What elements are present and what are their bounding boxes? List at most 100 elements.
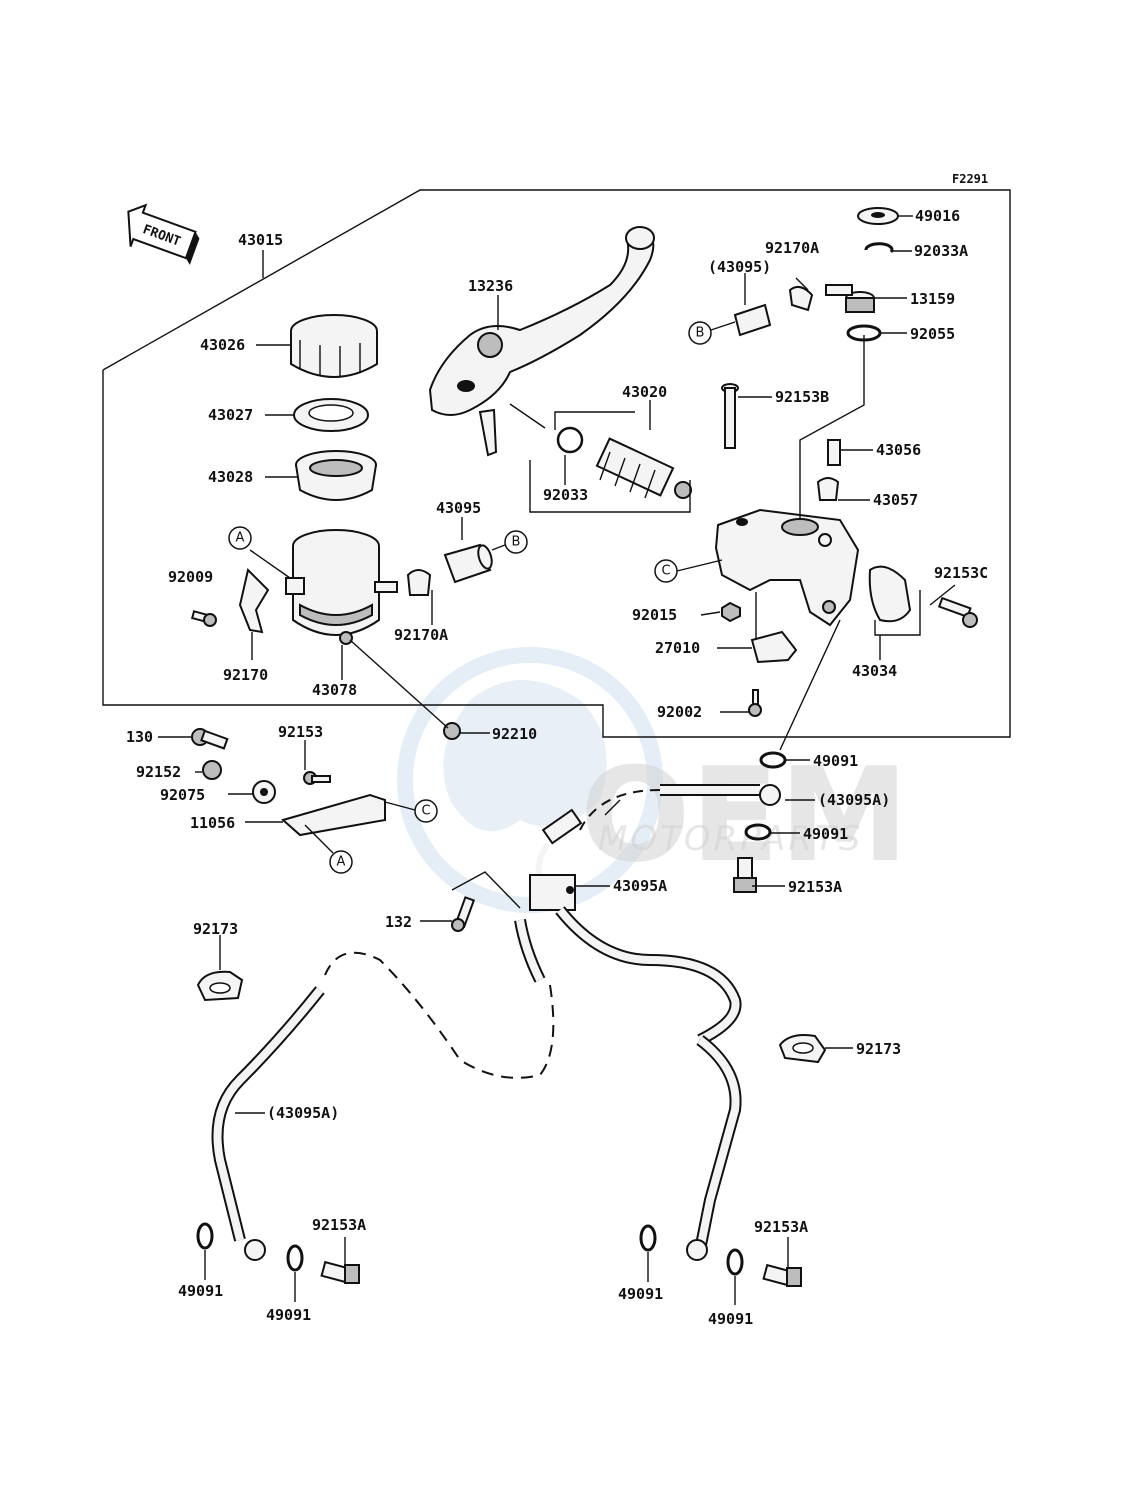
svg-text:C: C [661,564,670,579]
collar-92152 [202,760,222,780]
washer-49091-b [744,823,772,841]
label-92055: 92055 [910,325,955,343]
label-92033: 92033 [543,486,588,504]
label-49091-e: 49091 [618,1285,663,1303]
leader-lines [158,215,956,1305]
label-43095-paren: (43095) [708,258,771,276]
brake-lever [428,226,655,457]
diaphragm-plate [293,398,369,432]
washer-49091-f [726,1248,744,1276]
nut-92015 [721,601,741,623]
label-92009: 92009 [168,568,213,586]
label-43020: 43020 [622,383,667,401]
part-labels: 43015 13236 43026 43027 43028 43020 9203… [126,207,988,1328]
callout-b-left: B [491,530,528,554]
label-43028: 43028 [208,468,253,486]
callout-c-bracket: C [384,799,438,823]
callout-a-top: A [228,526,252,550]
label-92002: 92002 [657,703,702,721]
label-92153A-mid: 92153A [788,878,842,896]
svg-text:B: B [512,535,521,550]
callout-a-bottom: A [304,824,353,874]
reservoir-cap [290,314,378,378]
label-43026: 43026 [200,336,245,354]
label-27010: 27010 [655,639,700,657]
screw-92002 [748,689,762,717]
bracket-11056 [280,793,386,837]
label-13236: 13236 [468,277,513,295]
nut-92210 [443,722,461,740]
label-49091-d: 49091 [266,1306,311,1324]
label-49091-a: 49091 [813,752,858,770]
watermark: OEM MOTORPARTS [397,647,909,913]
label-92075: 92075 [160,786,205,804]
label-92152: 92152 [136,763,181,781]
label-43056: 43056 [876,441,921,459]
svg-text:C: C [421,804,430,819]
washer-49016 [857,207,899,225]
piston-kit [556,426,692,499]
label-49091-c: 49091 [178,1282,223,1300]
reservoir-hose [443,543,493,584]
svg-text:A: A [337,855,346,870]
label-92015: 92015 [632,606,677,624]
banjo-bolt-mid [733,857,757,893]
label-92173-right: 92173 [856,1040,901,1058]
callout-c-body: C [654,559,723,583]
front-arrow-icon: FRONT [127,203,200,265]
screw-92153 [303,771,331,785]
brake-switch [750,630,798,664]
label-49091-b: 49091 [803,825,848,843]
label-92210: 92210 [492,725,537,743]
circlip-92033A [864,242,894,253]
label-92153C: 92153C [934,564,988,582]
label-92153A-left: 92153A [312,1216,366,1234]
label-92170: 92170 [223,666,268,684]
label-43057: 43057 [873,491,918,509]
reservoir-hose-upper [733,303,772,337]
assembly-frame [102,189,1011,738]
label-13159: 13159 [910,290,955,308]
figure-code: F2291 [952,172,988,186]
hose-clamp-92173-left [196,970,244,1002]
hose-clamp-top [788,285,814,312]
hose-clamp-left [406,569,432,596]
label-43034: 43034 [852,662,897,680]
label-132: 132 [385,913,412,931]
label-11056: 11056 [190,814,235,832]
pivot-bolt [721,383,739,449]
label-43095A-paren-low: (43095A) [267,1104,339,1122]
label-92033A: 92033A [914,242,968,260]
washer-49091-d [286,1244,304,1272]
brake-hose-upper [541,784,781,845]
reservoir-body [285,529,398,645]
label-43095: 43095 [436,499,481,517]
banjo-bolt-right [762,1263,802,1287]
washer-49091-c [196,1222,214,1250]
banjo-bolt-left [320,1260,360,1284]
bolt-92153C [937,596,978,628]
bolt-132 [451,896,476,932]
label-43078: 43078 [312,681,357,699]
watermark-sub: MOTORPARTS [598,819,863,859]
label-92170A-top: 92170A [765,239,819,257]
grommet-92075 [252,780,276,804]
label-92173-left: 92173 [193,920,238,938]
bleeder-valve [827,439,841,466]
label-92153: 92153 [278,723,323,741]
label-92153B: 92153B [775,388,829,406]
svg-text:A: A [236,531,245,546]
reservoir-bracket [238,568,270,634]
label-43095A: 43095A [613,877,667,895]
master-cylinder-body [714,508,860,627]
callout-b-top: B [688,321,736,345]
svg-text:B: B [696,326,705,341]
label-92153A-right: 92153A [754,1218,808,1236]
label-43027: 43027 [208,406,253,424]
label-43015: 43015 [238,231,283,249]
bleeder-cap [816,477,840,501]
washer-49091-e [639,1224,657,1252]
label-43095A-paren: (43095A) [818,791,890,809]
hose-clamp-92173-right [778,1034,827,1064]
